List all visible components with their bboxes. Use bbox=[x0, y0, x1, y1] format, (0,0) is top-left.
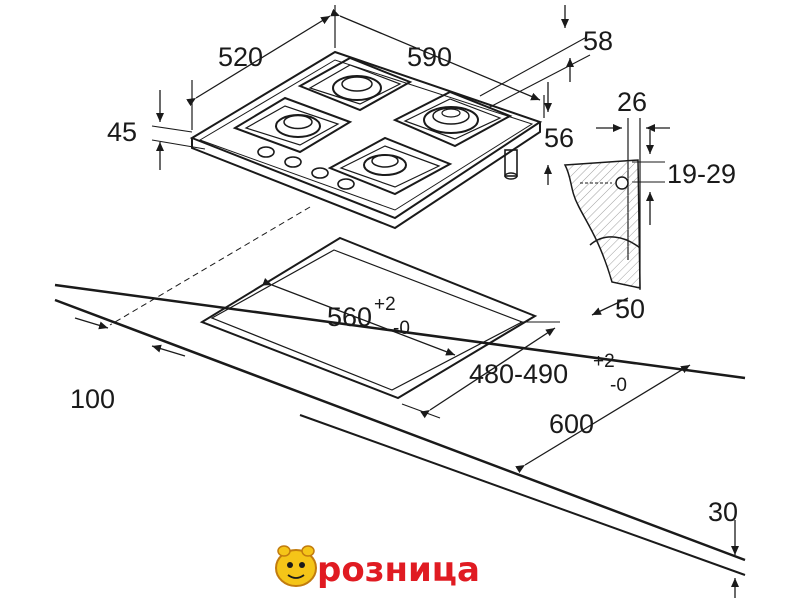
gas-hob bbox=[189, 50, 543, 230]
gas-connector bbox=[504, 149, 518, 180]
pan-support-left bbox=[232, 96, 353, 154]
worktop-profile-detail bbox=[563, 118, 670, 290]
dim-100: 100 bbox=[70, 384, 115, 414]
dim-480-490: 480-490 bbox=[469, 359, 568, 389]
logo-text: розница bbox=[317, 550, 480, 590]
dimension-labels: 520 590 58 45 26 56 19-29 50 560 +2 -0 4… bbox=[70, 26, 738, 527]
store-logo: розница bbox=[275, 545, 480, 591]
worktop bbox=[54, 206, 746, 576]
dim-45: 45 bbox=[107, 117, 137, 147]
dim-520: 520 bbox=[218, 42, 263, 72]
dim-600: 600 bbox=[549, 409, 594, 439]
knob-1 bbox=[257, 146, 275, 158]
dim-26: 26 bbox=[617, 87, 647, 117]
dim-480-tol-plus: +2 bbox=[593, 351, 615, 372]
dim-19-29: 19-29 bbox=[667, 159, 736, 189]
pan-support-front bbox=[327, 136, 453, 196]
burner-rear bbox=[332, 75, 382, 101]
dim-560-tol-plus: +2 bbox=[374, 294, 396, 315]
worktop-cutout bbox=[199, 236, 538, 400]
dim-30: 30 bbox=[708, 497, 738, 527]
pan-support-right bbox=[392, 90, 513, 148]
dimension-lines bbox=[74, 5, 739, 598]
dim-560-tol-minus: -0 bbox=[393, 318, 410, 339]
dim-58: 58 bbox=[583, 26, 613, 56]
dim-560: 560 bbox=[327, 302, 372, 332]
knob-3 bbox=[311, 167, 329, 179]
dim-56: 56 bbox=[544, 123, 574, 153]
burner-front bbox=[363, 154, 407, 176]
dim-50: 50 bbox=[615, 294, 645, 324]
mascot-icon bbox=[275, 545, 317, 587]
control-knobs bbox=[257, 146, 355, 190]
knob-4 bbox=[337, 178, 355, 190]
pan-support-rear bbox=[297, 56, 413, 112]
dim-480-tol-minus: -0 bbox=[610, 375, 627, 396]
burner-right-wok bbox=[423, 106, 479, 134]
projection-dashed-line bbox=[109, 206, 311, 326]
dim-590: 590 bbox=[407, 42, 452, 72]
burner-left bbox=[275, 114, 321, 138]
knob-2 bbox=[284, 156, 302, 168]
